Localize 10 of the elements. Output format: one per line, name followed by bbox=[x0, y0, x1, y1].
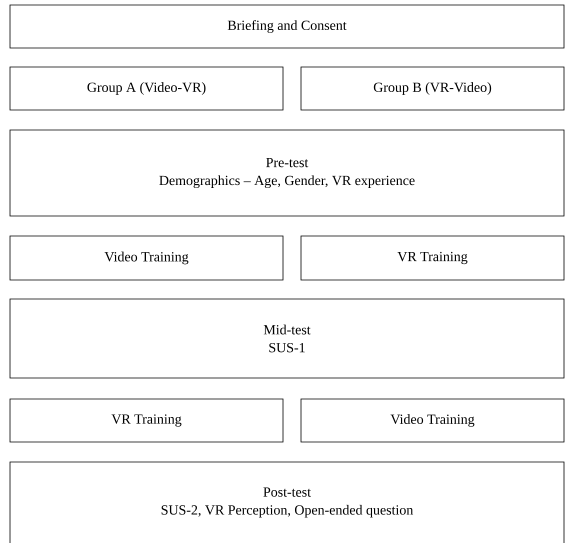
stage-box: VR Training bbox=[300, 236, 564, 280]
stage-box: Briefing and Consent bbox=[10, 4, 564, 48]
step-box: Post-test SUS-2, VR Perception, Open-ended question bbox=[10, 462, 564, 543]
stage-box: Video Training bbox=[10, 236, 284, 280]
step-box: Pre-test Demographics – Age, Gender, VR experience bbox=[10, 130, 564, 216]
stage-box: VR Training bbox=[10, 398, 284, 442]
stage-box: Group A (Video-VR) bbox=[10, 66, 284, 110]
stage-box: Video Training bbox=[300, 398, 564, 442]
stage-box: Group B (VR-Video) bbox=[300, 66, 564, 110]
step-box: Mid-test SUS-1 bbox=[10, 298, 564, 378]
